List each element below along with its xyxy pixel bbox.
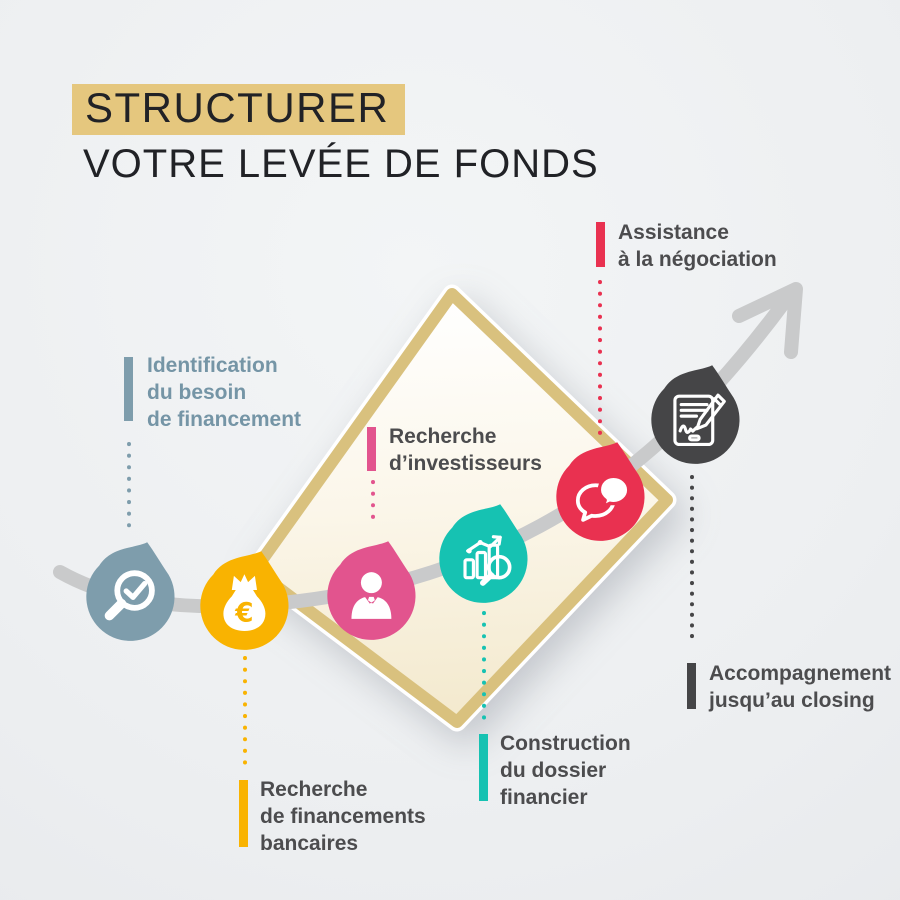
step-accent-bar (479, 734, 488, 801)
speech-bubbles-icon (575, 474, 631, 522)
step-accent-bar (239, 780, 248, 847)
step-marker-drop (433, 500, 538, 605)
magnifier-check-icon (104, 570, 155, 621)
arrow-head-icon (732, 282, 803, 359)
step-label: Assistance à la négociation (618, 221, 777, 271)
tablet-signature-icon (673, 393, 726, 447)
step-marker-drop (645, 361, 750, 466)
step-marker-drop: € (194, 547, 299, 652)
drop-shape (651, 365, 740, 464)
step-accent-bar (596, 222, 605, 267)
title-highlight: STRUCTURER (72, 84, 406, 135)
businessman-icon (351, 572, 392, 619)
svg-text:€: € (234, 599, 253, 629)
step-accent-bar (687, 663, 696, 709)
step-marker-drop (321, 537, 426, 642)
page-title: STRUCTURER VOTRE LEVÉE DE FONDS (72, 84, 599, 187)
step-marker-drop (80, 538, 185, 643)
step-label: Accompagnement jusqu’au closing (709, 662, 892, 712)
step-label: Recherche de financements bancaires (260, 778, 426, 855)
step-accent-bar (124, 357, 133, 421)
chart-magnifier-icon (463, 535, 512, 586)
step-label: Recherche d’investisseurs (389, 425, 542, 475)
step-label: Construction du dossier financier (500, 732, 631, 809)
step-accent-bar (367, 427, 376, 471)
step-label: Identification du besoin de financement (147, 354, 302, 431)
title-subtitle: VOTRE LEVÉE DE FONDS (83, 142, 599, 186)
step-marker-drop (550, 438, 655, 543)
money-bag-euro-icon: € (223, 574, 266, 631)
